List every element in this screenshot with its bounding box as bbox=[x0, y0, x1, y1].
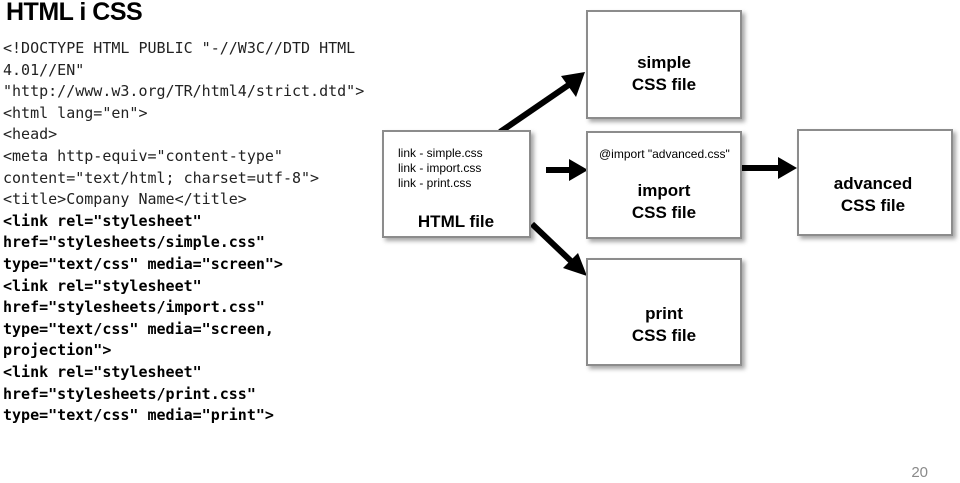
html-file-link-print: link - print.css bbox=[398, 176, 471, 190]
arrow-html-to-simple bbox=[498, 72, 585, 135]
arrow-import-to-advanced bbox=[742, 157, 797, 179]
print-css-line2: CSS file bbox=[632, 326, 696, 345]
import-css-line2: CSS file bbox=[632, 203, 696, 222]
code-line: href="stylesheets/simple.css" bbox=[3, 233, 265, 252]
simple-css-box: simple CSS file bbox=[586, 10, 742, 119]
html-file-label: HTML file bbox=[418, 212, 494, 231]
arrow-html-to-print bbox=[529, 221, 587, 276]
advanced-css-line2: CSS file bbox=[841, 196, 905, 215]
import-directive: @import "advanced.css" bbox=[599, 147, 730, 161]
page-number: 20 bbox=[911, 464, 928, 481]
code-line: <head> bbox=[3, 125, 58, 144]
simple-css-line2: CSS file bbox=[632, 75, 696, 94]
code-listing: <!DOCTYPE HTML PUBLIC "-//W3C//DTD HTML 4… bbox=[3, 38, 403, 427]
html-file-link-simple: link - simple.css bbox=[398, 146, 483, 160]
print-css-line1: print bbox=[645, 304, 683, 323]
code-line: content="text/html; charset=utf-8"> bbox=[3, 168, 320, 187]
slide-title: HTML i CSS bbox=[6, 0, 143, 26]
advanced-css-box: advanced CSS file bbox=[797, 129, 953, 236]
arrow-html-to-import bbox=[546, 159, 588, 181]
code-line: type="text/css" media="screen, bbox=[3, 319, 274, 338]
html-file-link-import: link - import.css bbox=[398, 161, 481, 175]
code-line: type="text/css" media="screen"> bbox=[3, 254, 283, 273]
code-line: <title>Company Name</title> bbox=[3, 190, 247, 209]
advanced-css-line1: advanced bbox=[834, 174, 912, 193]
code-line: projection"> bbox=[3, 341, 112, 360]
code-line: <link rel="stylesheet" bbox=[3, 276, 202, 295]
code-line: <link rel="stylesheet" bbox=[3, 362, 202, 381]
code-line: <!DOCTYPE HTML PUBLIC "-//W3C//DTD HTML bbox=[3, 39, 356, 57]
code-line: <link rel="stylesheet" bbox=[3, 211, 202, 230]
code-line: href="stylesheets/import.css" bbox=[3, 298, 265, 317]
import-css-box: @import "advanced.css" import CSS file bbox=[586, 131, 742, 239]
import-css-line1: import bbox=[638, 181, 691, 200]
simple-css-line1: simple bbox=[637, 53, 691, 72]
code-line: 4.01//EN" bbox=[3, 60, 85, 79]
code-line: href="stylesheets/print.css" bbox=[3, 384, 256, 403]
print-css-box: print CSS file bbox=[586, 258, 742, 366]
code-line: type="text/css" media="print"> bbox=[3, 406, 274, 425]
code-line: "http://www.w3.org/TR/html4/strict.dtd"> bbox=[3, 82, 365, 101]
html-file-box: link - simple.css link - import.css link… bbox=[382, 130, 531, 238]
code-line: <meta http-equiv="content-type" bbox=[3, 146, 283, 165]
code-line: <html lang="en"> bbox=[3, 103, 148, 122]
